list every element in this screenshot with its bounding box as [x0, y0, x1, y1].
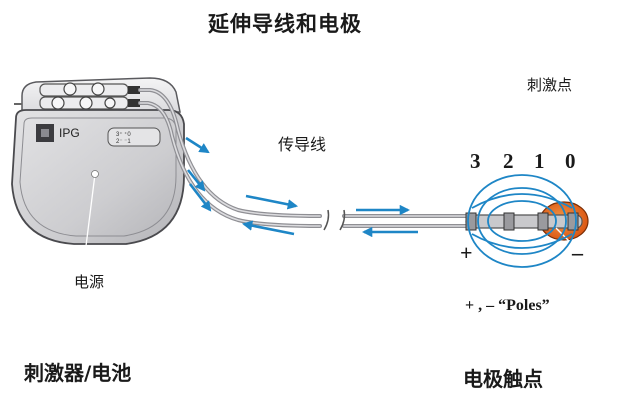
contact-number-1: 1: [534, 149, 545, 173]
ipg-square-icon: [36, 124, 54, 142]
ipg-header: [14, 77, 181, 113]
power-pointer-line: [83, 173, 96, 263]
ipg-text: IPG: [59, 126, 80, 140]
diagram-title: 延伸导线和电极: [208, 11, 362, 36]
lead-break-mark: [323, 209, 346, 231]
pole-minus: –: [572, 240, 583, 265]
label-stimulator-battery: 刺激器/电池: [24, 361, 132, 385]
contact-number-2: 2: [503, 149, 514, 173]
ipg-label-plate: 3⁺ ⁺0 2⁻ ⁻1: [107, 127, 161, 147]
label-lead-wire: 传导线: [278, 135, 327, 154]
contact-number-0: 0: [565, 149, 576, 173]
label-power-source: 电源: [74, 273, 105, 291]
label-stimulation-point: 刺激点: [527, 76, 573, 94]
label-electrode-contacts: 电极触点: [463, 367, 543, 391]
pole-plus: +: [460, 240, 473, 265]
svg-text:2⁻ ⁻1: 2⁻ ⁻1: [116, 139, 131, 145]
power-pointer-dot: [91, 170, 99, 178]
connector-port-icon: [51, 82, 116, 110]
contact-number-3: 3: [470, 149, 481, 173]
field-lines: [467, 174, 577, 268]
electrode-contacts: [465, 212, 579, 231]
current-flow-arrows: [185, 136, 418, 238]
svg-text:3⁺ ⁺0: 3⁺ ⁺0: [116, 131, 131, 138]
lead-wire: [138, 88, 468, 228]
poles-caption: + , – “Poles”: [465, 297, 550, 314]
